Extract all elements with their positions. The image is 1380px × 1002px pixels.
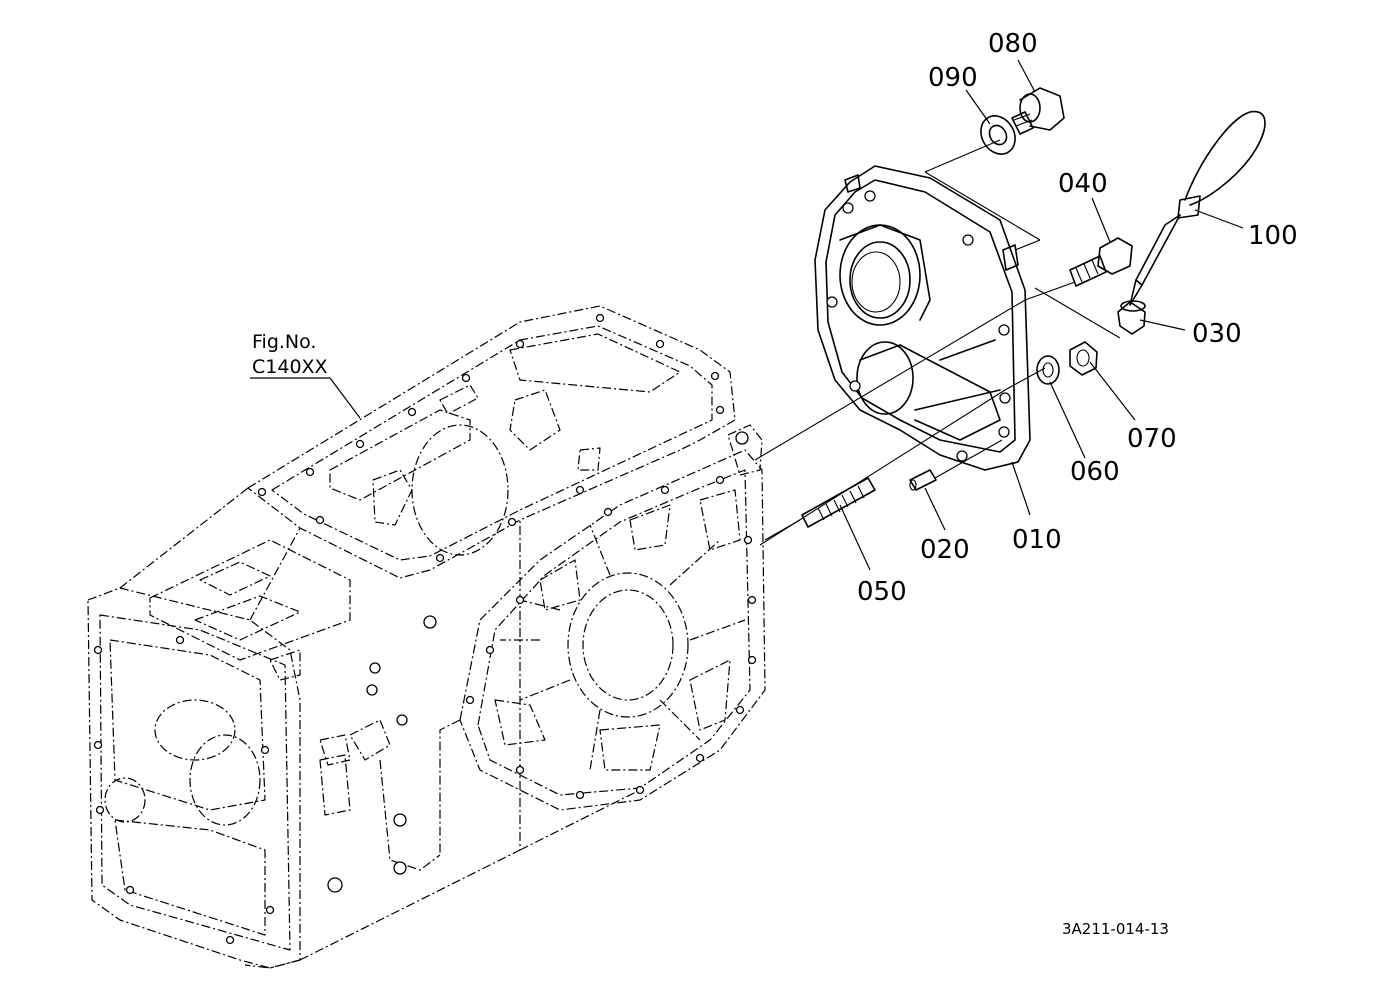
- assembly-lines: [754, 139, 1121, 546]
- part-label-080: 080: [988, 29, 1038, 59]
- part-label-030: 030: [1192, 319, 1242, 349]
- drawing-code: 3A211-014-13: [1062, 920, 1169, 938]
- part-050-stud: [801, 477, 876, 528]
- part-label-010: 010: [1012, 525, 1062, 555]
- part-100-dipstick: [1129, 110, 1266, 306]
- figure-ref-line2: C140XX: [252, 356, 328, 378]
- part-label-060: 060: [1070, 457, 1120, 487]
- part-label-070: 070: [1127, 424, 1177, 454]
- figure-ref-line1: Fig.No.: [252, 331, 316, 353]
- case-bolt-holes: [93, 313, 757, 945]
- part-label-050: 050: [857, 577, 907, 607]
- part-label-040: 040: [1058, 169, 1108, 199]
- part-label-020: 020: [920, 535, 970, 565]
- part-030-sleeve: [1117, 300, 1146, 335]
- part-010-cover: [814, 165, 1031, 471]
- leader-lines: [250, 59, 1244, 571]
- transmission-case: [87, 305, 766, 969]
- part-080-plug: [1011, 87, 1065, 135]
- part-label-090: 090: [928, 63, 978, 93]
- part-070-nut: [1069, 341, 1098, 376]
- part-040-bolt: [1069, 237, 1133, 287]
- part-090-washer: [980, 115, 1016, 155]
- part-060-lock-washer: [1036, 355, 1060, 385]
- part-label-100: 100: [1248, 221, 1298, 251]
- part-020-pin: [909, 469, 937, 491]
